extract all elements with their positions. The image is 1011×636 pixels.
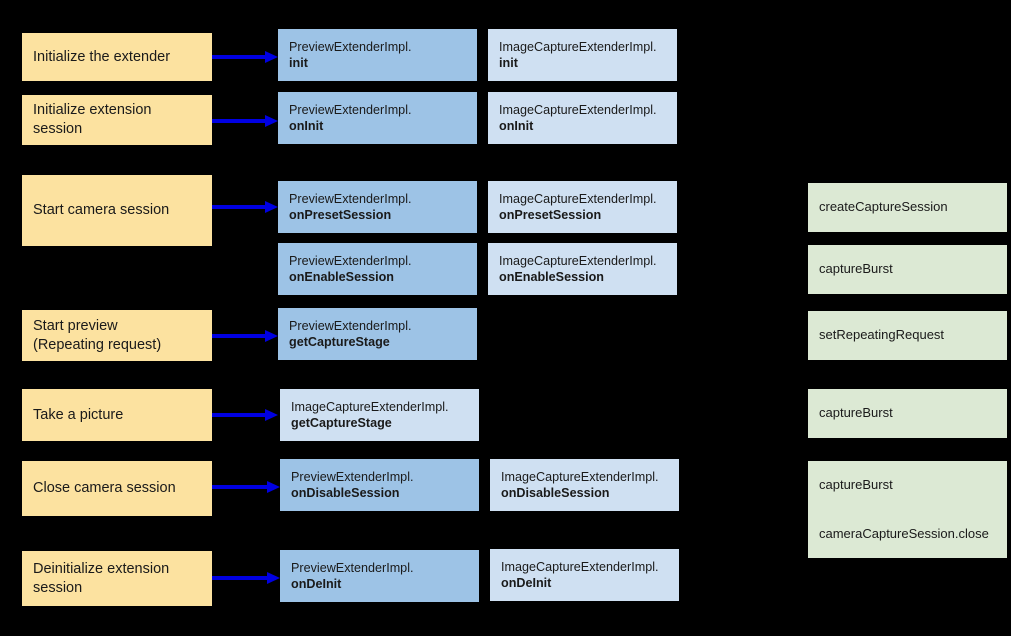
preview-method-label: onInit bbox=[289, 119, 324, 133]
capture-method-label: onDeInit bbox=[501, 576, 552, 590]
step-take-a-picture[interactable]: Take a picture bbox=[22, 389, 212, 441]
capture-method-label: getCaptureStage bbox=[291, 416, 392, 430]
api-createcapturesession-box[interactable]: createCaptureSession bbox=[808, 183, 1007, 232]
preview-class-label: PreviewExtenderImpl. bbox=[289, 318, 412, 333]
api-captureburst-3-box[interactable]: captureBurst bbox=[808, 461, 1007, 510]
api-label: setRepeatingRequest bbox=[819, 327, 945, 343]
capture-ondisablesession-box[interactable]: ImageCaptureExtenderImpl. onDisableSessi… bbox=[490, 459, 679, 511]
step-start-camera-session[interactable]: Start camera session bbox=[22, 175, 212, 246]
capture-class-label: ImageCaptureExtenderImpl. bbox=[501, 559, 659, 574]
step-start-preview[interactable]: Start preview (Repeating request) bbox=[22, 310, 212, 361]
capture-onenablesession-box[interactable]: ImageCaptureExtenderImpl. onEnableSessio… bbox=[488, 243, 677, 295]
preview-method-label: onEnableSession bbox=[289, 270, 394, 284]
preview-onpresetsession-box[interactable]: PreviewExtenderImpl. onPresetSession bbox=[278, 181, 477, 233]
preview-class-label: PreviewExtenderImpl. bbox=[289, 102, 412, 117]
preview-class-label: PreviewExtenderImpl. bbox=[291, 469, 414, 484]
preview-class-label: PreviewExtenderImpl. bbox=[289, 39, 412, 54]
step-label-line: Initialize the extender bbox=[33, 48, 171, 65]
api-captureburst-2-box[interactable]: captureBurst bbox=[808, 389, 1007, 438]
api-label: captureBurst bbox=[819, 261, 893, 277]
capture-ondeinit-box[interactable]: ImageCaptureExtenderImpl. onDeInit bbox=[490, 549, 679, 601]
capture-getcapturestage-box[interactable]: ImageCaptureExtenderImpl. getCaptureStag… bbox=[280, 389, 479, 441]
capture-class-label: ImageCaptureExtenderImpl. bbox=[501, 469, 659, 484]
step-close-camera-session[interactable]: Close camera session bbox=[22, 461, 212, 516]
capture-method-label: onDisableSession bbox=[501, 486, 610, 500]
capture-method-label: onEnableSession bbox=[499, 270, 604, 284]
preview-onenablesession-box[interactable]: PreviewExtenderImpl. onEnableSession bbox=[278, 243, 477, 295]
capture-method-label: onPresetSession bbox=[499, 208, 602, 222]
capture-class-label: ImageCaptureExtenderImpl. bbox=[291, 399, 449, 414]
step-label-line: Initialize extension bbox=[33, 102, 152, 119]
step-label-line: Take a picture bbox=[33, 406, 124, 423]
api-captureburst-1-box[interactable]: captureBurst bbox=[808, 245, 1007, 294]
capture-method-label: init bbox=[499, 56, 518, 70]
api-label: cameraCaptureSession.close bbox=[819, 525, 989, 541]
preview-method-label: getCaptureStage bbox=[289, 335, 390, 349]
preview-ondisablesession-box[interactable]: PreviewExtenderImpl. onDisableSession bbox=[280, 459, 479, 511]
api-label: captureBurst bbox=[819, 477, 893, 493]
capture-method-label: onInit bbox=[499, 119, 534, 133]
api-setrepeatingrequest-box[interactable]: setRepeatingRequest bbox=[808, 311, 1007, 360]
step-initialize-the-extender[interactable]: Initialize the extender bbox=[22, 33, 212, 81]
step-label-line: session bbox=[33, 579, 83, 596]
api-label: createCaptureSession bbox=[819, 199, 948, 215]
preview-method-label: init bbox=[289, 56, 308, 70]
step-label-line: (Repeating request) bbox=[33, 336, 162, 353]
preview-init-box[interactable]: PreviewExtenderImpl. init bbox=[278, 29, 477, 81]
preview-class-label: PreviewExtenderImpl. bbox=[289, 191, 412, 206]
step-label-line: session bbox=[33, 121, 83, 137]
step-deinitialize-extension-session[interactable]: Deinitialize extension session bbox=[22, 551, 212, 606]
capture-onpresetsession-box[interactable]: ImageCaptureExtenderImpl. onPresetSessio… bbox=[488, 181, 677, 233]
preview-ondeinit-box[interactable]: PreviewExtenderImpl. onDeInit bbox=[280, 550, 479, 602]
api-cameracapturesession-close-box[interactable]: cameraCaptureSession.close bbox=[808, 510, 1007, 558]
preview-getcapturestage-box[interactable]: PreviewExtenderImpl. getCaptureStage bbox=[278, 308, 477, 360]
api-label: captureBurst bbox=[819, 405, 893, 421]
step-label-line: Deinitialize extension bbox=[33, 560, 170, 577]
capture-class-label: ImageCaptureExtenderImpl. bbox=[499, 39, 657, 54]
step-initialize-extension-session[interactable]: Initialize extension session bbox=[22, 95, 212, 145]
capture-class-label: ImageCaptureExtenderImpl. bbox=[499, 191, 657, 206]
capture-oninit-box[interactable]: ImageCaptureExtenderImpl. onInit bbox=[488, 92, 677, 144]
preview-method-label: onPresetSession bbox=[289, 208, 392, 222]
preview-method-label: onDisableSession bbox=[291, 486, 400, 500]
capture-class-label: ImageCaptureExtenderImpl. bbox=[499, 253, 657, 268]
preview-oninit-box[interactable]: PreviewExtenderImpl. onInit bbox=[278, 92, 477, 144]
capture-init-box[interactable]: ImageCaptureExtenderImpl. init bbox=[488, 29, 677, 81]
preview-class-label: PreviewExtenderImpl. bbox=[289, 253, 412, 268]
capture-class-label: ImageCaptureExtenderImpl. bbox=[499, 102, 657, 117]
step-label-line: Start preview bbox=[33, 317, 118, 334]
step-label-line: Start camera session bbox=[33, 202, 170, 219]
step-label-line: Close camera session bbox=[33, 480, 176, 497]
preview-method-label: onDeInit bbox=[291, 577, 342, 591]
preview-class-label: PreviewExtenderImpl. bbox=[291, 560, 414, 575]
